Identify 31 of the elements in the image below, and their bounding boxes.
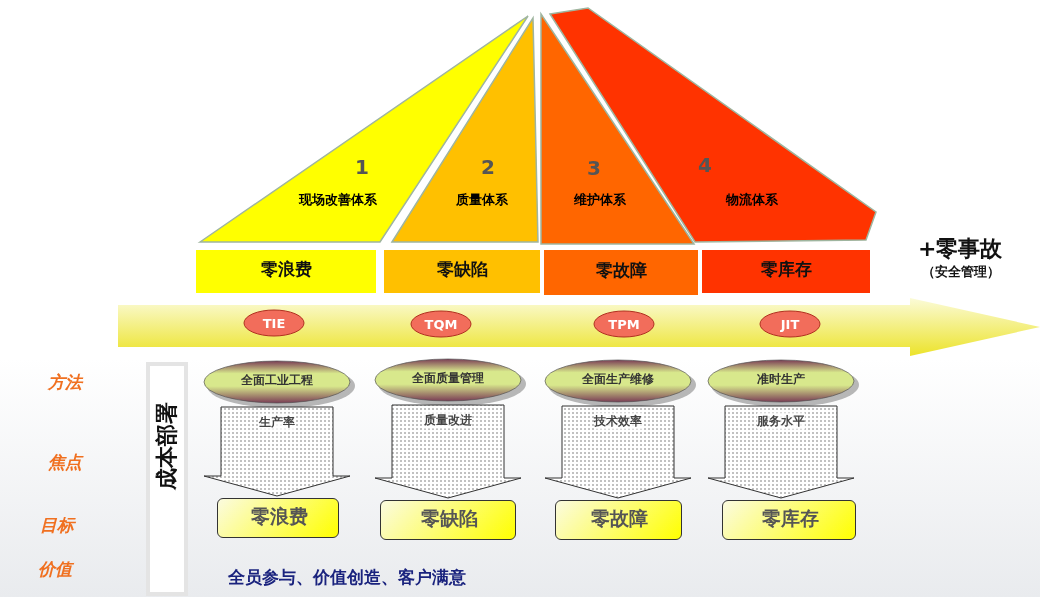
value-statement: 全员参与、价值创造、客户满意 <box>228 566 466 589</box>
edge-label: 质量改进 <box>424 411 472 429</box>
method-oval: TPM <box>593 310 655 338</box>
safety-heading: +零事故 <box>918 235 1003 263</box>
goal-bar: 零浪费 <box>196 250 376 293</box>
pyramid-segment: 3 维护体系 <box>541 14 695 246</box>
edge-label: 生产率 <box>259 413 295 431</box>
row-label: 方法 <box>48 371 82 394</box>
edge-label: 服务水平 <box>757 412 805 430</box>
goal-box: 零故障 <box>555 500 682 540</box>
safety-note: （安全管理） <box>922 263 1000 281</box>
edge-label: 技术效率 <box>594 412 642 430</box>
pyramid-segment: 2 质量体系 <box>390 16 540 244</box>
down-block-arrow <box>374 404 522 499</box>
flow-arrow <box>118 298 1040 356</box>
method-oval: TQM <box>410 310 472 338</box>
method-oval: JIT <box>759 310 821 338</box>
down-block-arrow <box>707 405 855 499</box>
goal-box: 零库存 <box>722 500 856 540</box>
row-label: 价值 <box>38 558 72 581</box>
down-block-arrow <box>203 406 351 497</box>
method-oval: TIE <box>243 309 305 337</box>
row-label: 焦点 <box>48 451 82 474</box>
goal-box: 零浪费 <box>217 498 339 538</box>
goal-bar: 零库存 <box>702 250 870 293</box>
goal-bar: 零缺陷 <box>384 250 540 293</box>
goal-box: 零缺陷 <box>380 500 516 540</box>
side-panel: 成本部署 <box>146 362 188 596</box>
down-block-arrow <box>544 405 692 499</box>
row-label: 目标 <box>40 514 74 537</box>
goal-bar: 零故障 <box>544 250 698 295</box>
